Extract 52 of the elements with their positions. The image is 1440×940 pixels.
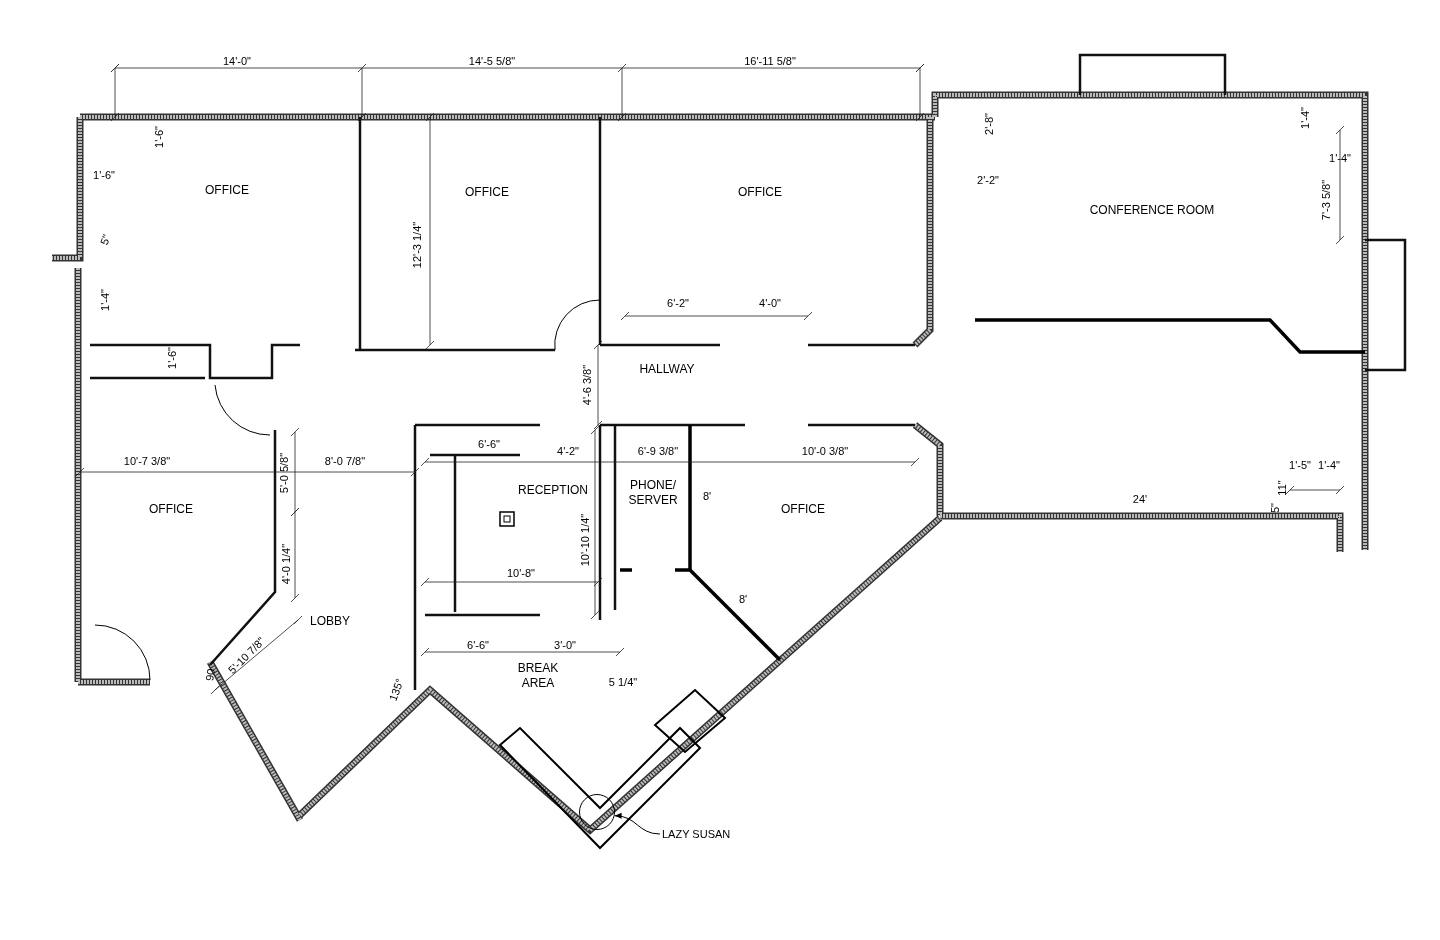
- dimension-label: 2'-2": [977, 174, 999, 188]
- dimension-label: 10'-0 3/8": [801, 445, 849, 459]
- dimension-label: 1'-4": [99, 289, 113, 311]
- room-label: OFFICE: [465, 184, 509, 200]
- dimension-label: 24': [1132, 493, 1148, 507]
- room-label: BREAK AREA: [516, 661, 560, 691]
- dimension-label: 1'-5": [1289, 459, 1311, 473]
- dimension-label: 4'-2": [557, 445, 579, 459]
- room-label: OFFICE: [781, 501, 825, 517]
- dimension-label: 5 1/4": [608, 676, 638, 690]
- dimension-label: 1'-6": [153, 126, 167, 148]
- dimension-label: 12'-3 1/4": [411, 221, 425, 269]
- callout-label: LAZY SUSAN: [662, 826, 731, 842]
- dimension-label: 1'-6": [166, 347, 180, 369]
- room-label: OFFICE: [205, 182, 249, 198]
- dimension-label: 6'-9 3/8": [637, 445, 679, 459]
- dimension-label: 10'-7 3/8": [123, 455, 171, 469]
- dimension-label: 14'-0": [223, 55, 251, 69]
- dimension-label: 6'-6": [478, 438, 500, 452]
- dimension-label: 5'-0 5/8": [278, 452, 292, 494]
- dimension-label: 2'-8": [983, 113, 997, 135]
- dimension-label: 5": [1269, 503, 1283, 513]
- dimension-label: 5": [97, 232, 114, 248]
- dimension-label: 1'-6": [93, 169, 115, 183]
- dimension-label: 8': [702, 490, 712, 504]
- dimension-label: 7'-3 5/8": [1320, 179, 1334, 221]
- dimension-label: 4'-0": [759, 297, 781, 311]
- dimension-label: 16'-11 5/8": [744, 55, 796, 69]
- dimension-label: 14'-5 5/8": [468, 55, 516, 69]
- dimension-label: 1'-4": [1318, 459, 1340, 473]
- dimension-label: 11": [1276, 480, 1290, 496]
- room-label: CONFERENCE ROOM: [1089, 202, 1215, 218]
- dimension-label: 6'-2": [667, 297, 689, 311]
- dimension-label: 135°: [386, 676, 407, 704]
- room-label: RECEPTION: [518, 482, 588, 498]
- room-label: PHONE/ SERVER: [627, 478, 679, 508]
- dimension-label: 4'-0 1/4": [280, 543, 294, 585]
- room-label: HALLWAY: [639, 361, 695, 377]
- dimension-label: 8'-0 7/8": [324, 455, 366, 469]
- room-label: OFFICE: [738, 184, 782, 200]
- dimension-label: 8': [738, 593, 748, 607]
- dimension-label: 4'-6 3/8": [581, 364, 595, 406]
- dimension-label: 6'-6": [467, 639, 489, 653]
- dimension-label: 1'-4": [1329, 152, 1351, 166]
- dimension-label: 1'-4": [1299, 107, 1313, 129]
- dimension-label: 10'-10 1/4": [579, 513, 593, 567]
- leader-line: [614, 813, 661, 835]
- room-label: OFFICE: [149, 501, 193, 517]
- dimension-label: 3'-0": [554, 639, 576, 653]
- room-label: LOBBY: [310, 613, 350, 629]
- dimension-label: 10'-8": [507, 567, 535, 581]
- dimension-label: 90: [203, 667, 219, 683]
